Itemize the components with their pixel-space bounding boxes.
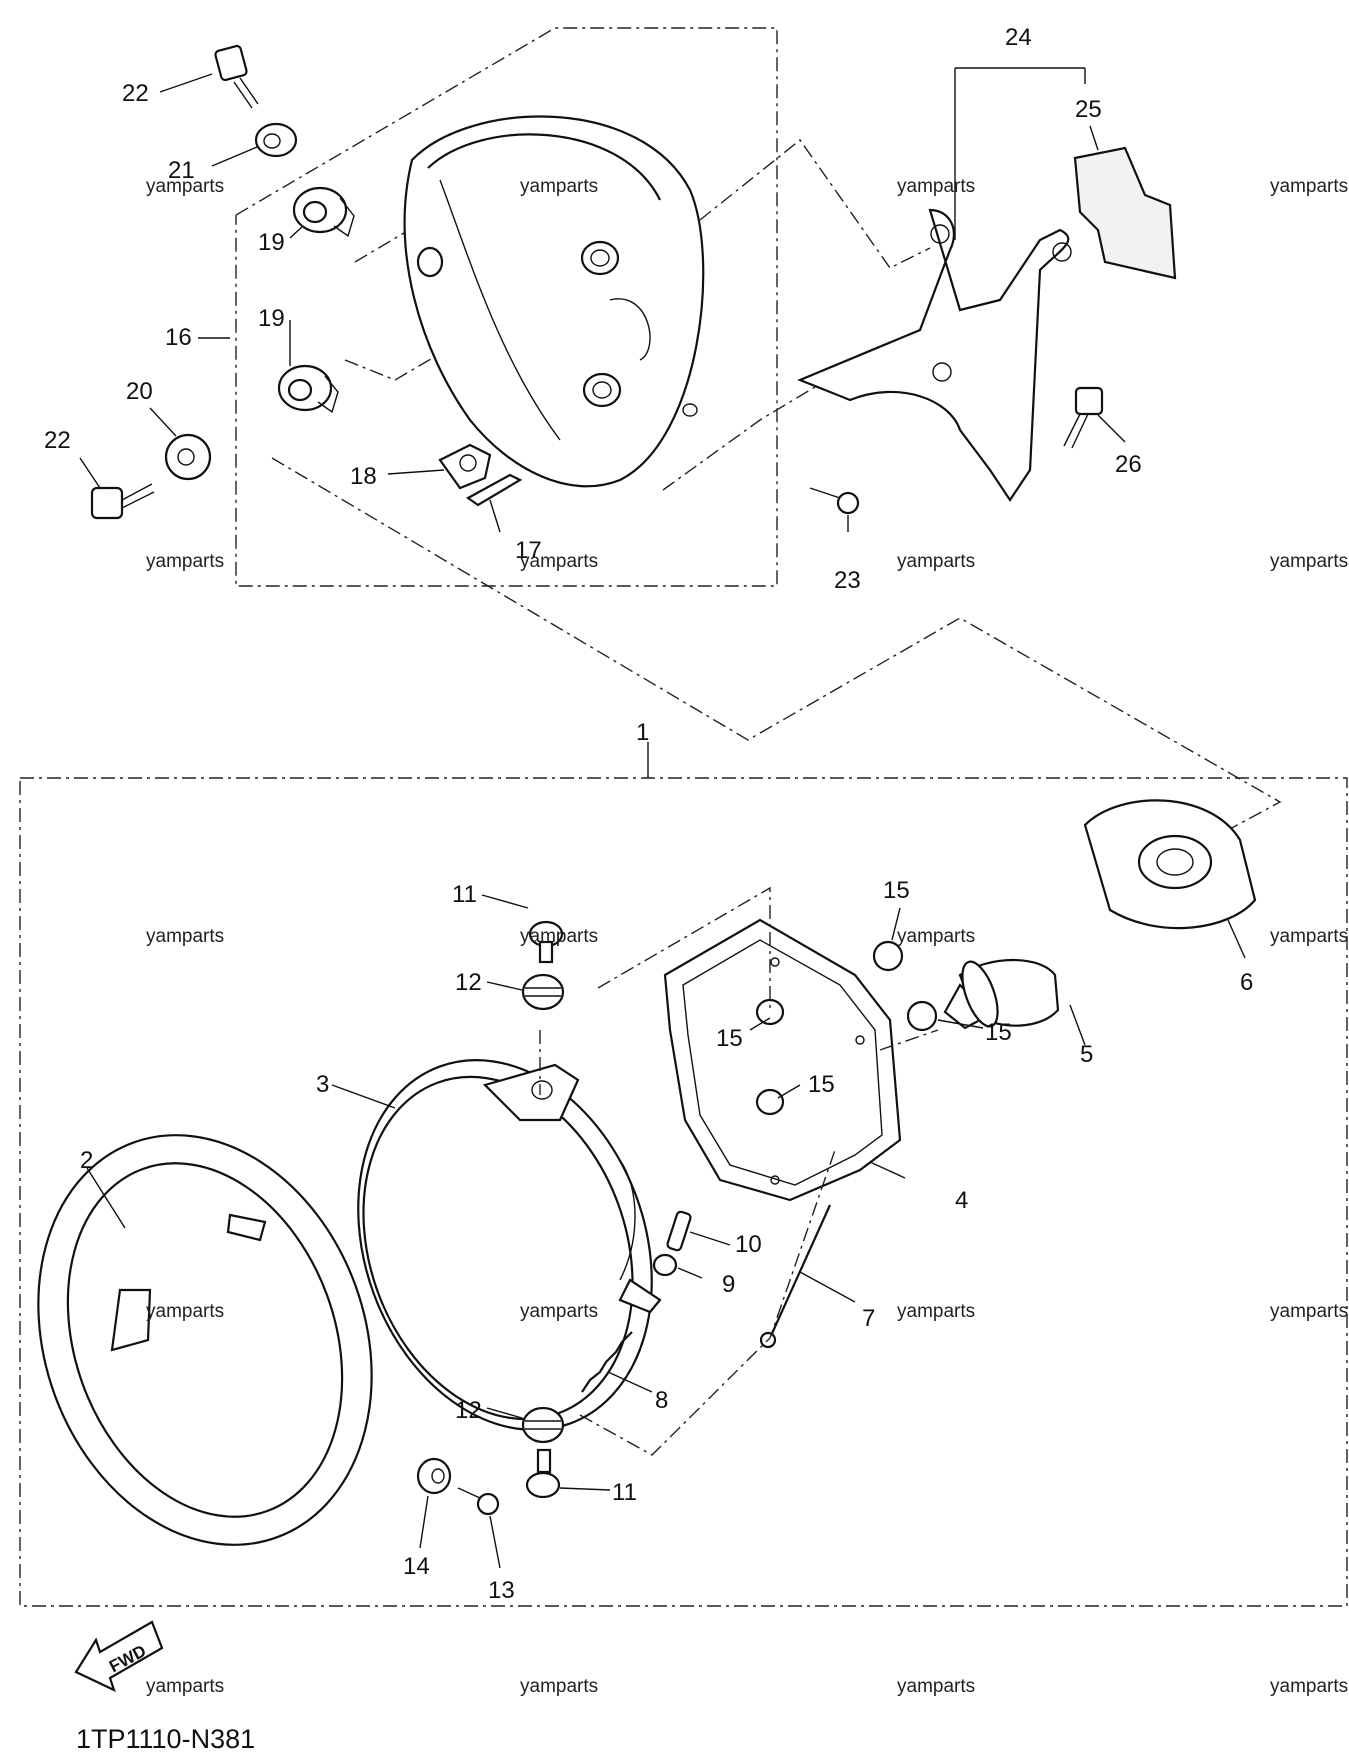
screw-part-23 (809, 487, 860, 515)
clip-part-17 (465, 473, 523, 507)
watermark: yamparts (520, 176, 598, 197)
socket-part-18 (438, 443, 492, 490)
callout-15-lower: 15 (808, 1071, 835, 1098)
watermark: yamparts (897, 1301, 975, 1322)
watermark: yamparts (520, 1301, 598, 1322)
upper-assembly-frame (235, 27, 778, 587)
callout-15-right: 15 (985, 1019, 1012, 1046)
callout-20: 20 (126, 378, 153, 405)
watermark: yamparts (897, 926, 975, 947)
watermark: yamparts (897, 176, 975, 197)
callout-9: 9 (722, 1271, 735, 1298)
callout-22-upper: 22 (122, 80, 149, 107)
assembly-link-line (271, 457, 1282, 831)
callout-7: 7 (862, 1305, 875, 1332)
callout-3: 3 (316, 1071, 329, 1098)
callout-14: 14 (403, 1553, 430, 1580)
collar-part-21 (254, 122, 298, 158)
bolt-lower-22 (90, 483, 155, 520)
watermark: yamparts (1270, 551, 1348, 572)
callout-15-upper: 15 (883, 877, 910, 904)
bolt-part-26 (1063, 386, 1104, 449)
callout-22-lower: 22 (44, 427, 71, 454)
watermark: yamparts (1270, 176, 1348, 197)
grommet-lower-19 (277, 364, 339, 414)
callout-leaders (79, 67, 1246, 1569)
headlight-bracket-4 (663, 918, 902, 1202)
screw-lower-11 (525, 1448, 561, 1499)
watermark: yamparts (897, 1676, 975, 1697)
callout-15-middle: 15 (716, 1025, 743, 1052)
grommet-upper-12 (521, 973, 565, 1011)
bolt-upper-22 (214, 44, 259, 109)
spring-8 (581, 1331, 633, 1393)
watermark: yamparts (146, 926, 224, 947)
watermark: yamparts (520, 551, 598, 572)
lens-unit-3 (357, 1059, 662, 1431)
bolt-part-13 (457, 1487, 500, 1516)
callout-23: 23 (834, 567, 861, 594)
watermark: yamparts (520, 1676, 598, 1697)
callout-5: 5 (1080, 1041, 1093, 1068)
callout-26: 26 (1115, 451, 1142, 478)
headlight-shell (403, 115, 705, 488)
callout-19-lower: 19 (258, 305, 285, 332)
watermark: yamparts (520, 926, 598, 947)
collar-part-14 (416, 1457, 452, 1495)
callout-1: 1 (636, 719, 649, 746)
watermark: yamparts (146, 1301, 224, 1322)
stay-link-line (699, 138, 931, 269)
adjusting-screw-7 (759, 1204, 832, 1349)
watermark: yamparts (897, 551, 975, 572)
grommet-upper-19 (292, 186, 355, 238)
nut-9 (652, 1253, 678, 1277)
callout-8: 8 (655, 1387, 668, 1414)
watermark: yamparts (146, 176, 224, 197)
screw-upper-11 (528, 920, 564, 964)
watermark: yamparts (146, 551, 224, 572)
collar-part-20 (164, 433, 212, 481)
callout-17: 17 (515, 537, 542, 564)
watermark: yamparts (146, 1676, 224, 1697)
callout-6: 6 (1240, 969, 1253, 996)
plate-part-25 (1073, 146, 1177, 280)
pin-10 (666, 1210, 692, 1252)
callout-11-lower: 11 (612, 1479, 637, 1506)
bulb-5 (943, 959, 1060, 1030)
lower-assembly-frame (19, 742, 1348, 1607)
watermark: yamparts (1270, 1301, 1348, 1322)
callout-11-upper: 11 (452, 881, 477, 908)
callout-18: 18 (350, 463, 377, 490)
callout-24: 24 (1005, 24, 1032, 51)
callout-4: 4 (955, 1187, 968, 1214)
callout-2: 2 (80, 1147, 93, 1174)
callout-10: 10 (735, 1231, 762, 1258)
callout-12-lower: 12 (455, 1397, 482, 1424)
headlight-rim-2 (37, 1134, 373, 1546)
callout-19-upper: 19 (258, 229, 285, 256)
callout-25: 25 (1075, 96, 1102, 123)
callout-13: 13 (488, 1577, 515, 1604)
watermark: yamparts (1270, 926, 1348, 947)
callout-21: 21 (168, 157, 195, 184)
headlight-cover-6 (1083, 799, 1257, 930)
grommet-lower-12 (521, 1406, 565, 1444)
callout-12-upper: 12 (455, 969, 482, 996)
headlight-stay-24 (797, 208, 1072, 502)
callout-16: 16 (165, 324, 192, 351)
drawing-code: 1TP1110-N381 (76, 1724, 255, 1754)
watermark: yamparts (1270, 1676, 1348, 1697)
collars-part-15 (755, 940, 938, 1116)
